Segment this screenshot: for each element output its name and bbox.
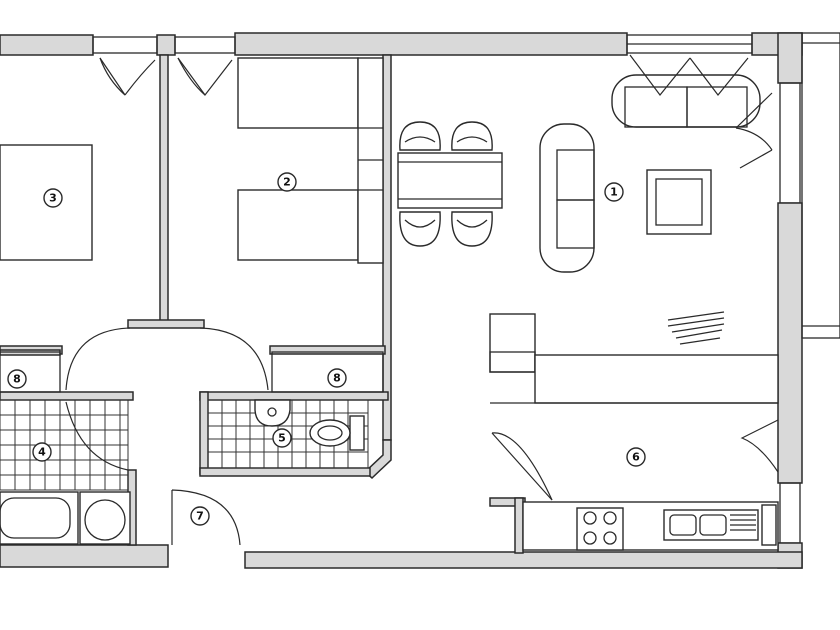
room-number-6: 6 — [626, 447, 646, 467]
svg-text:5: 5 — [278, 432, 286, 445]
stove — [576, 507, 624, 551]
room-2 — [177, 57, 384, 264]
bathroom-tiles — [0, 399, 129, 491]
room-number-8-left: 8 — [7, 369, 27, 389]
toilet — [309, 415, 365, 451]
sofa — [539, 123, 595, 273]
svg-text:7: 7 — [196, 510, 204, 523]
bed-room-3 — [0, 144, 93, 261]
room-7-hall — [65, 327, 269, 546]
svg-text:4: 4 — [38, 446, 46, 459]
outer-walls — [0, 32, 840, 569]
hall-door-swing — [65, 327, 269, 391]
interior-walls — [0, 54, 526, 554]
room-1 — [397, 54, 773, 345]
dining-table — [397, 152, 503, 209]
room-number-1: 1 — [604, 182, 624, 202]
coffee-table — [646, 169, 712, 235]
radiator — [667, 311, 725, 345]
room-3 — [0, 57, 156, 261]
room-number-5: 5 — [272, 428, 292, 448]
sink — [663, 509, 759, 541]
kitchen-door-swing — [491, 432, 553, 501]
room-6 — [489, 313, 779, 551]
entry-door-swing — [171, 489, 241, 546]
room-number-2: 2 — [277, 172, 297, 192]
door-swing-room-2 — [177, 57, 233, 96]
wc-sink — [254, 399, 291, 427]
loveseat — [611, 74, 761, 128]
svg-text:8: 8 — [13, 373, 21, 386]
closets — [0, 349, 384, 393]
room-4-bathroom — [0, 399, 131, 545]
room-number-3: 3 — [43, 188, 63, 208]
bed-top-room-2 — [237, 57, 359, 129]
bath-sink — [79, 491, 131, 545]
room-number-markers: 1 2 3 4 5 6 7 8 — [7, 172, 646, 526]
fridge — [489, 313, 536, 373]
svg-text:6: 6 — [632, 451, 640, 464]
bathtub — [0, 491, 79, 545]
svg-text:3: 3 — [49, 192, 57, 205]
room-number-7: 7 — [190, 506, 210, 526]
room-number-4: 4 — [32, 442, 52, 462]
svg-text:1: 1 — [610, 186, 618, 199]
dining-chairs — [399, 121, 493, 247]
svg-text:2: 2 — [283, 176, 291, 189]
bed-bottom-room-2 — [237, 189, 359, 261]
svg-text:8: 8 — [333, 372, 341, 385]
balcony-door-swing — [629, 54, 749, 96]
room-number-8-right: 8 — [327, 368, 347, 388]
kitchen-counter — [534, 354, 779, 404]
door-swing-room-3 — [99, 57, 156, 96]
room-5-wc — [207, 399, 369, 469]
